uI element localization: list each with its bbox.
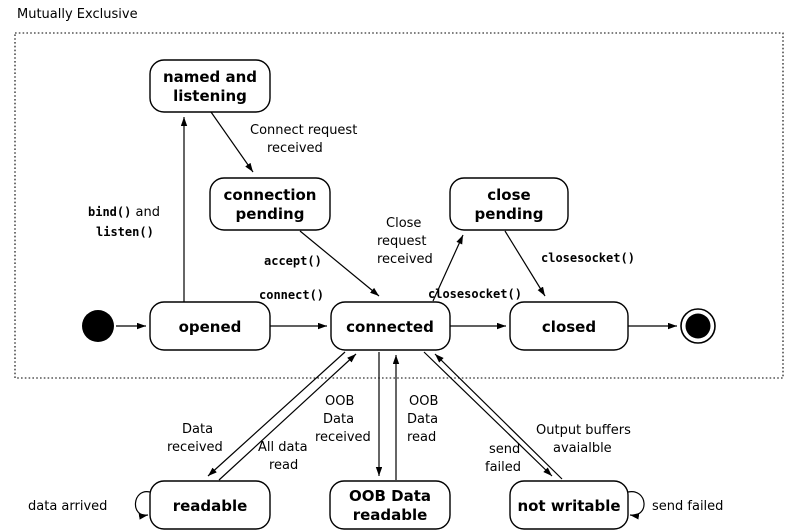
state-label-line1: not writable [517,497,620,515]
state-label-line1: connection [224,186,317,204]
transition-not-writable-self-loop [627,491,645,520]
oob-read-line1: OOB [409,394,438,409]
state-label-line1: readable [173,497,248,515]
state-label-line1: connected [346,318,434,336]
bind-and-text: and [131,205,160,220]
edge-label-data-arrived: data arrived [28,499,107,514]
edge-label-close-request: Close request received [377,216,433,267]
final-state-node [685,313,711,339]
oob-received-line3: received [315,430,371,445]
state-readable[interactable]: readable [149,480,271,530]
state-close-pending[interactable]: close pending [449,177,569,231]
send-failed-line1: send [489,442,520,457]
final-state-ring-icon [680,308,716,344]
send-failed-line2: failed [485,460,521,475]
oob-received-line2: Data [323,412,354,427]
state-box[interactable] [209,177,331,231]
edge-label-data-received: Data received [167,422,223,455]
close-request-line2: request [377,234,426,249]
transition-readable-self-loop [134,491,151,520]
edge-label-connect: connect() [259,288,324,302]
data-received-line2: received [167,440,223,455]
state-label-line1: opened [179,318,242,336]
transition-readable-to-connected [218,353,357,481]
close-request-line1: Close [386,216,421,231]
state-label-line2: pending [236,205,305,223]
edge-label-oob-data-received: OOB Data [323,394,354,427]
data-received-line1: Data [182,422,213,437]
state-connected[interactable]: connected [330,301,451,351]
state-label-line2: readable [353,506,428,524]
state-box[interactable] [149,59,271,113]
edge-label-connect-request: Connect request received [250,123,357,156]
edge-label-send-failed: send failed [485,442,521,475]
state-label-line2: listening [173,87,247,105]
state-box[interactable] [330,301,451,351]
state-not-writable[interactable]: not writable [509,480,629,530]
connect-request-line2: received [267,141,323,156]
frame-title: Mutually Exclusive [17,7,138,22]
edge-label-closesocket-top: closesocket() [541,251,635,265]
edge-label-send-failed-self: send failed [652,499,723,514]
all-data-read-line2: read [269,458,298,473]
state-connection-pending[interactable]: connection pending [209,177,331,231]
state-box[interactable] [509,301,629,351]
state-closed[interactable]: closed [509,301,629,351]
state-box[interactable] [149,301,271,351]
all-data-read-line1: All data [258,440,308,455]
transition-connected-to-close-pending [432,234,464,302]
output-buffers-line2: avaialble [553,441,612,456]
edge-label-bind-listen: bind() and listen() [88,205,160,239]
transition-named-listening-to-connection-pending [210,111,254,173]
transition-connection-pending-to-connected [299,230,380,297]
edge-label-output-buffers: Output buffers avaialble [536,423,631,456]
listen-label-line2: listen() [96,225,154,239]
mutually-exclusive-frame [14,32,784,379]
edge-label-closesocket-mid: closesocket() [428,287,522,301]
state-label-line2: pending [475,205,544,223]
state-box[interactable] [329,480,451,530]
transition-not-writable-to-connected [434,353,563,480]
state-oob-data-readable[interactable]: OOB Data readable [329,480,451,530]
edge-label-accept: accept() [264,254,322,268]
state-box[interactable] [509,480,629,530]
edge-label-all-data-read: All data read [258,440,308,473]
edge-label-oob-data-read: OOB Data read [407,394,438,445]
state-box[interactable] [449,177,569,231]
close-request-line3: received [377,252,433,267]
bind-mono-text: bind() [88,205,131,219]
transition-connected-to-not-writable [423,351,553,477]
state-opened[interactable]: opened [149,301,271,351]
transition-connected-to-readable [207,351,346,477]
oob-read-line2: Data [407,412,438,427]
oob-received-line1: OOB [325,394,354,409]
transition-close-pending-to-closed [504,230,546,297]
state-label-line1: closed [542,318,596,336]
initial-state-node [82,310,114,342]
state-box[interactable] [149,480,271,530]
state-named-and-listening[interactable]: named and listening [149,59,271,113]
connect-request-line1: Connect request [250,123,357,138]
state-label-line1: named and [163,68,257,86]
state-label-line1: OOB Data [349,487,431,505]
output-buffers-line1: Output buffers [536,423,631,438]
bind-label-line1: bind() and [88,205,160,220]
state-label-line1: close [487,186,530,204]
oob-read-line3: read [407,430,436,445]
